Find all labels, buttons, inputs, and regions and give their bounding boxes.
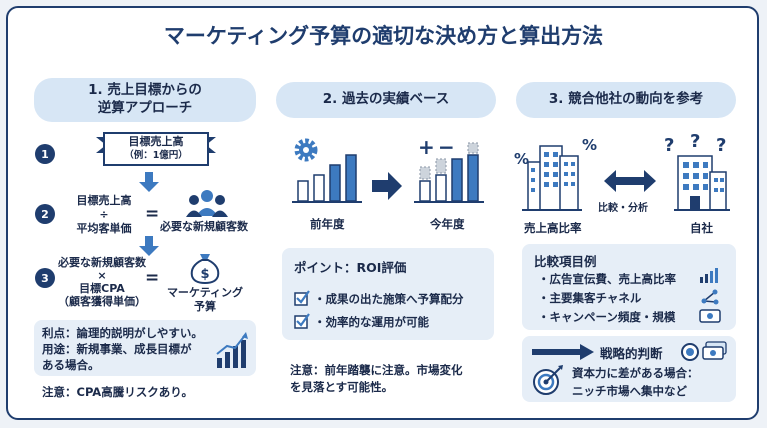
strategy-line2: ニッチ市場へ集中など xyxy=(572,384,687,398)
strategy-line1: 資本力に差がある場合： xyxy=(572,366,699,380)
banknote-icon xyxy=(699,309,721,323)
section-1-title-line1: 売上目標からの xyxy=(107,82,202,99)
section-1-header: 1. 売上目標からの逆算アプローチ xyxy=(34,78,256,122)
strategy-title: 戦略的判断 xyxy=(600,346,663,361)
step-3-badge: 3 xyxy=(35,268,55,288)
section-3-title: 競合他社の動向を参考 xyxy=(568,91,704,108)
network-share-icon xyxy=(701,289,719,305)
method2-caution-line2: を見落とす可能性。 xyxy=(290,380,394,394)
question-mark-3: ? xyxy=(716,135,727,156)
step-2-badge: 2 xyxy=(35,204,55,224)
target-sales-note: （例：1億円） xyxy=(124,150,188,161)
step2-line1: 目標売上高 xyxy=(76,194,132,207)
minus-sign: − xyxy=(438,135,455,159)
examples-title: 比較項目例 xyxy=(534,254,597,269)
method1-caution: 注意：CPA高騰リスクあり。 xyxy=(42,385,193,399)
section-1-title-line2: 逆算アプローチ xyxy=(97,100,193,116)
target-sales-banner-icon xyxy=(96,132,216,166)
section-2-number: 2. xyxy=(322,91,338,108)
step2-equals: = xyxy=(145,204,160,224)
section-2-title: 過去の実績ベース xyxy=(341,91,450,108)
page-title: マーケティング予算の適切な決め方と算出方法 xyxy=(163,24,604,48)
bar-chart-small-icon xyxy=(700,268,718,283)
customers-group-icon xyxy=(186,190,228,217)
target-small-icon xyxy=(681,343,699,361)
example-item-1: ・広告宣伝費、売上高比率 xyxy=(538,272,676,286)
step3-result-line1: マーケティング xyxy=(166,286,244,299)
method1-use-line2: ある場合。 xyxy=(42,358,100,372)
method2-caution-line1: 注意：前年踏襲に注意。市場変化 xyxy=(290,363,463,377)
arrow-down-icon xyxy=(139,172,159,192)
step3-op: × xyxy=(97,269,107,282)
compare-label: 比較・分析 xyxy=(598,203,648,214)
step3-line2: 目標CPA xyxy=(79,282,125,295)
this-year-bar-chart-icon xyxy=(414,142,484,203)
section-3-number: 3. xyxy=(548,91,564,108)
question-mark-1: ? xyxy=(664,135,675,156)
step2-result: 必要な新規顧客数 xyxy=(160,220,248,233)
competitor-building-icon xyxy=(522,145,582,211)
target-sales-title: 目標売上高 xyxy=(128,135,184,148)
step3-line3: （顧客獲得単価） xyxy=(58,295,146,308)
competitor-label: 売上高比率 xyxy=(524,221,582,235)
this-year-label: 今年度 xyxy=(430,217,465,231)
section-3-header: 3. 競合他社の動向を参考 xyxy=(516,82,736,118)
own-company-building-icon xyxy=(674,155,730,211)
question-mark-2: ? xyxy=(690,131,701,152)
step3-equals: = xyxy=(145,268,160,288)
arrow-right-icon xyxy=(372,172,402,200)
arrow-down-icon xyxy=(139,236,159,256)
roi-point-2: ・効率的な運用が可能 xyxy=(314,315,429,329)
roi-point-1: ・成果の出た施策へ予算配分 xyxy=(314,292,464,306)
own-company-label: 自社 xyxy=(690,221,713,235)
step3-line1: 必要な新規顧客数 xyxy=(58,256,146,269)
step2-line2: 平均客単価 xyxy=(76,222,132,235)
step-1-badge: 1 xyxy=(35,144,55,164)
checkbox-checked-icon xyxy=(294,313,310,329)
prev-year-bar-chart-icon xyxy=(292,138,362,203)
roi-point-panel xyxy=(282,248,494,340)
growth-chart-icon xyxy=(216,332,248,368)
method1-merit: 利点：論理的説明がしやすい。 xyxy=(42,326,203,340)
target-arrow-icon xyxy=(533,365,563,395)
step2-op: ÷ xyxy=(99,208,109,221)
plus-sign: + xyxy=(418,135,435,159)
competitor-percent-sign-2: % xyxy=(582,136,598,154)
svg-text:$: $ xyxy=(200,267,209,282)
money-bag-icon: $ xyxy=(190,254,220,285)
example-item-3: ・キャンペーン頻度・規模 xyxy=(538,310,676,324)
step3-result-line2: 予算 xyxy=(194,300,216,313)
section-1-number: 1. xyxy=(88,82,103,99)
method1-use-line1: 用途：新規事業、成長目標が xyxy=(42,342,192,356)
prev-year-label: 前年度 xyxy=(310,217,345,231)
banknote-stack-icon xyxy=(702,341,727,360)
roi-point-title: ポイント：ROI評価 xyxy=(294,260,407,275)
compare-double-arrow-icon xyxy=(604,170,656,192)
checkbox-checked-icon xyxy=(294,290,310,306)
example-item-2: ・主要集客チャネル xyxy=(538,291,642,305)
section-2-header: 2. 過去の実績ベース xyxy=(276,82,496,118)
competitor-percent-sign: % xyxy=(514,150,530,168)
long-arrow-right-icon xyxy=(532,344,594,360)
